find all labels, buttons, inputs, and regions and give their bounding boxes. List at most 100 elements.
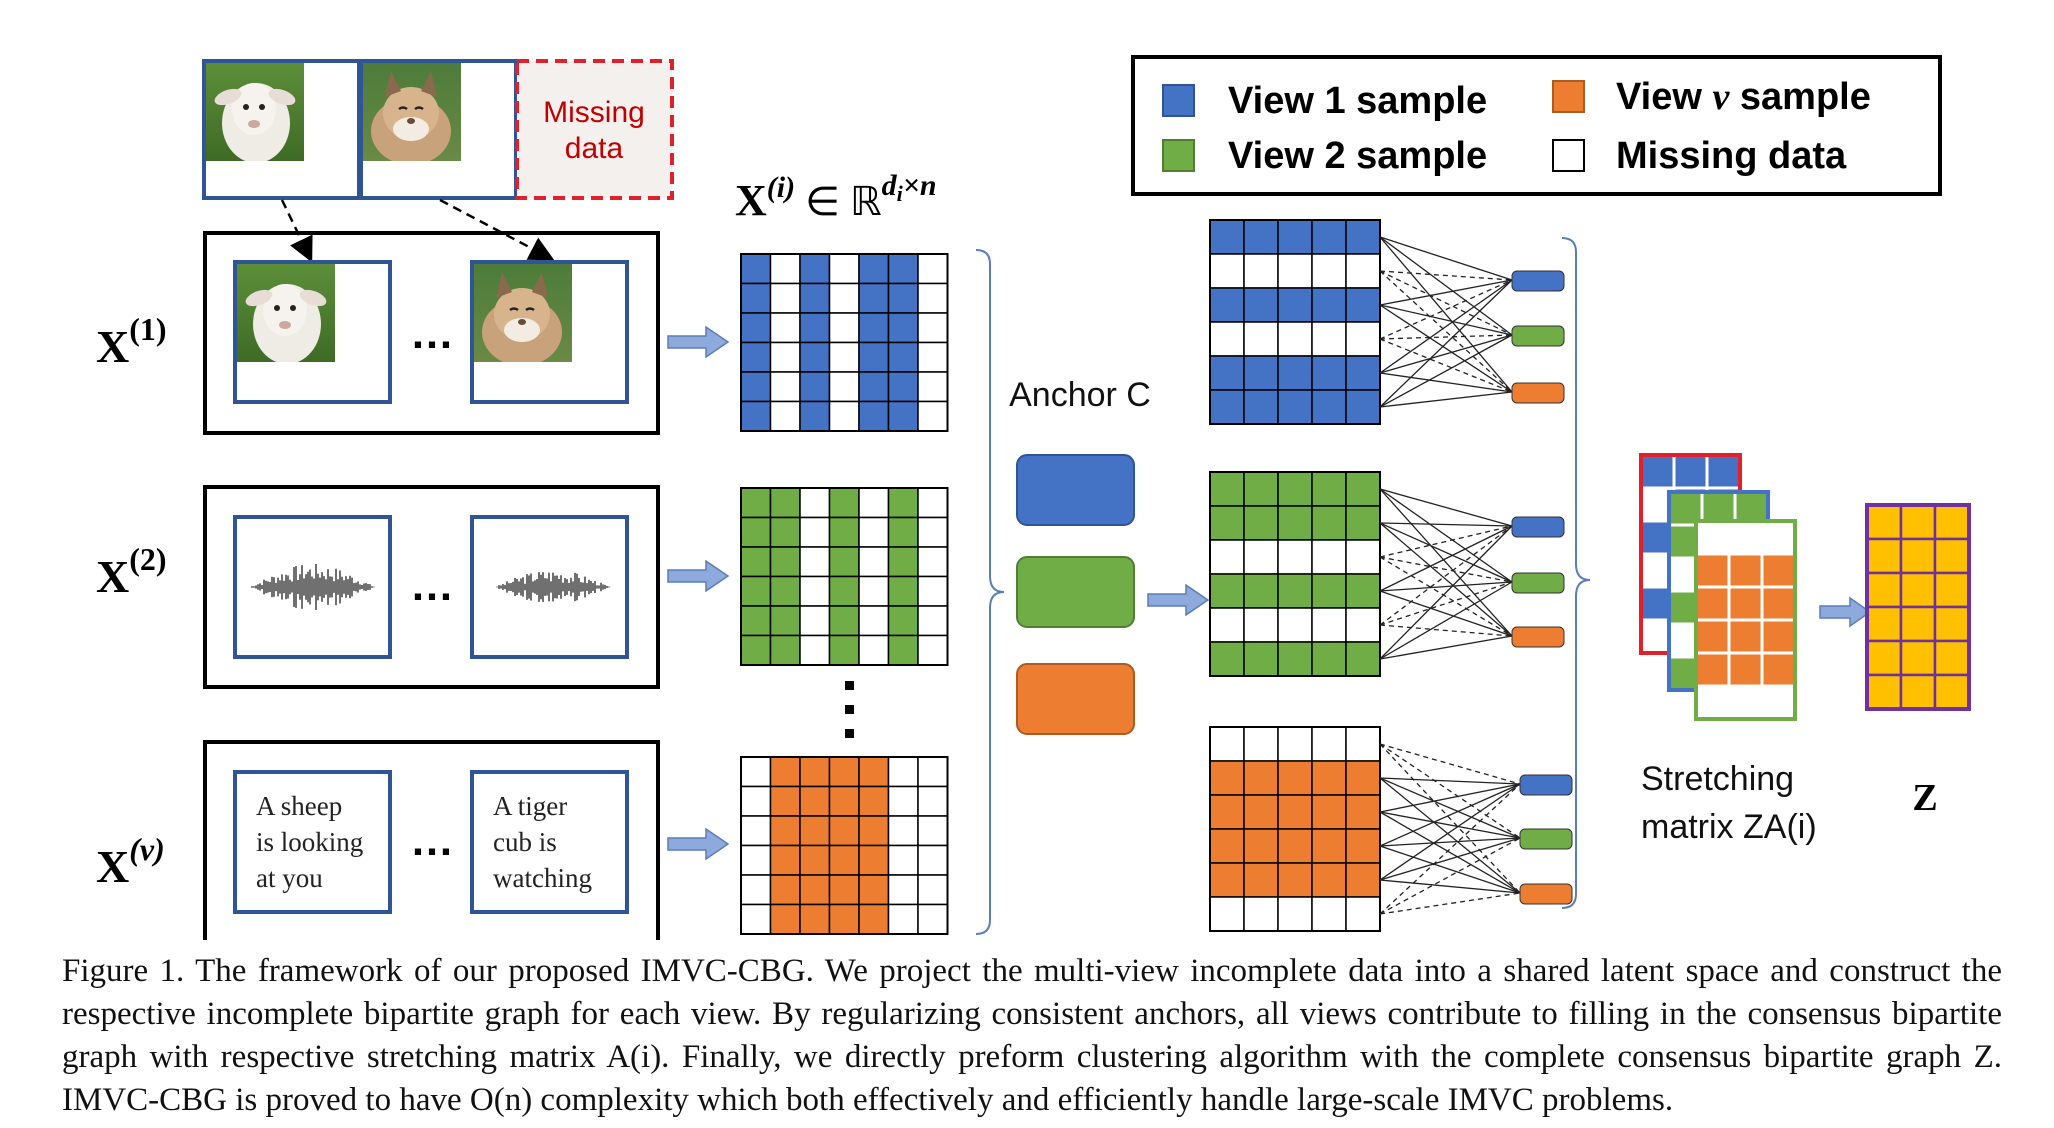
matrix-cell — [858, 371, 890, 403]
matrix-cell — [740, 516, 772, 548]
edge — [1379, 338, 1513, 393]
matrix-cell — [1345, 607, 1381, 643]
matrix-cell — [1672, 453, 1709, 490]
z-cell — [1933, 571, 1971, 609]
matrix-cell — [828, 575, 860, 607]
matrix-cell — [1311, 389, 1347, 425]
edge — [1379, 334, 1513, 340]
matrix-viewv — [740, 756, 949, 935]
matrix-cell — [917, 756, 949, 788]
matrix-cell — [917, 341, 949, 373]
matrix-cell — [1311, 539, 1347, 575]
matrix-cell — [799, 312, 831, 344]
bipartite-edges — [1379, 488, 1513, 660]
matrix-cell — [1345, 862, 1381, 898]
matrix-cell — [828, 400, 860, 432]
anchor-node — [1519, 883, 1573, 905]
matrix-cell — [1243, 760, 1279, 796]
matrix-cell — [740, 400, 772, 432]
edge — [1379, 581, 1513, 660]
anchor-node — [1511, 516, 1565, 538]
view1-box — [203, 231, 660, 435]
edge — [1379, 783, 1521, 881]
matrix-cell — [1243, 573, 1279, 609]
matrix-cell — [828, 605, 860, 637]
dashed-arrow-1 — [280, 199, 313, 263]
matrix-cell — [1760, 618, 1797, 655]
matrix-cell — [1277, 862, 1313, 898]
matrix-cell — [887, 487, 919, 519]
edge — [1379, 783, 1521, 847]
z-matrix — [1865, 503, 1971, 711]
matrix-cell — [1243, 794, 1279, 830]
matrix-cell — [1727, 651, 1764, 688]
matrix-cell — [1277, 573, 1313, 609]
matrix-cell — [799, 874, 831, 906]
edge — [1379, 525, 1513, 626]
matrix-cell — [1243, 607, 1279, 643]
edge — [1379, 372, 1513, 393]
matrix-cell — [1277, 896, 1313, 932]
matrix-cell — [799, 546, 831, 578]
lynx-image — [361, 61, 461, 161]
matrix-cell — [1243, 641, 1279, 677]
edge — [1379, 270, 1513, 336]
matrix-cell — [1760, 684, 1797, 721]
edge — [1379, 488, 1513, 583]
z-cell — [1899, 673, 1937, 711]
legend-swatch-view1 — [1162, 84, 1195, 117]
matrix-cell — [828, 844, 860, 876]
matrix-cell — [769, 487, 801, 519]
edge — [1379, 556, 1513, 637]
matrix-cell — [1243, 828, 1279, 864]
matrix-cell — [1277, 219, 1313, 255]
matrix-cell — [1277, 607, 1313, 643]
bipartite-edges — [1379, 236, 1513, 408]
matrix-cell — [887, 756, 919, 788]
matrix-formula: X(i) ∈ ℝdi×n — [735, 169, 937, 225]
matrix-cell — [917, 844, 949, 876]
matrix-cell — [1345, 471, 1381, 507]
matrix-cell — [1277, 726, 1313, 762]
matrix-cell — [740, 575, 772, 607]
matrix-cell — [799, 785, 831, 817]
edge — [1379, 837, 1521, 847]
legend-swatch-viewv — [1552, 80, 1585, 113]
matrix-cell — [1209, 389, 1245, 425]
matrix-cell — [740, 634, 772, 666]
edge — [1379, 743, 1521, 894]
stretch-3 — [1694, 519, 1797, 721]
matrix-cell — [1760, 585, 1797, 622]
matrix-cell — [1243, 726, 1279, 762]
matrix-cell — [1727, 519, 1764, 556]
anchor-label: Anchor C — [1009, 376, 1151, 414]
edge — [1379, 236, 1513, 336]
matrix-cell — [828, 282, 860, 314]
edge — [1379, 879, 1521, 894]
matrix-view2 — [740, 487, 949, 666]
edge — [1379, 279, 1513, 306]
matrix-cell — [887, 575, 919, 607]
anchor-node — [1519, 828, 1573, 850]
matrix-cell — [858, 546, 890, 578]
matrix-cell — [740, 487, 772, 519]
matrix-cell — [887, 903, 919, 935]
matrix-cell — [1209, 471, 1245, 507]
matrix-cell — [858, 487, 890, 519]
matrix-cell — [1277, 641, 1313, 677]
matrix-cell — [858, 341, 890, 373]
ellipsis-1: … — [410, 309, 454, 358]
matrix-cell — [828, 371, 860, 403]
matrix-cell — [887, 341, 919, 373]
edge — [1379, 777, 1521, 785]
matrix-cell — [917, 400, 949, 432]
matrix-cell — [1311, 321, 1347, 357]
legend-label-missing: Missing data — [1616, 135, 1847, 177]
matrix-cell — [858, 815, 890, 847]
edge — [1379, 279, 1513, 408]
z-cell — [1865, 673, 1903, 711]
view1-lynx — [472, 262, 572, 362]
dashed-arrow-2 — [439, 198, 555, 261]
matrix-cell — [828, 903, 860, 935]
matrix-cell — [799, 756, 831, 788]
